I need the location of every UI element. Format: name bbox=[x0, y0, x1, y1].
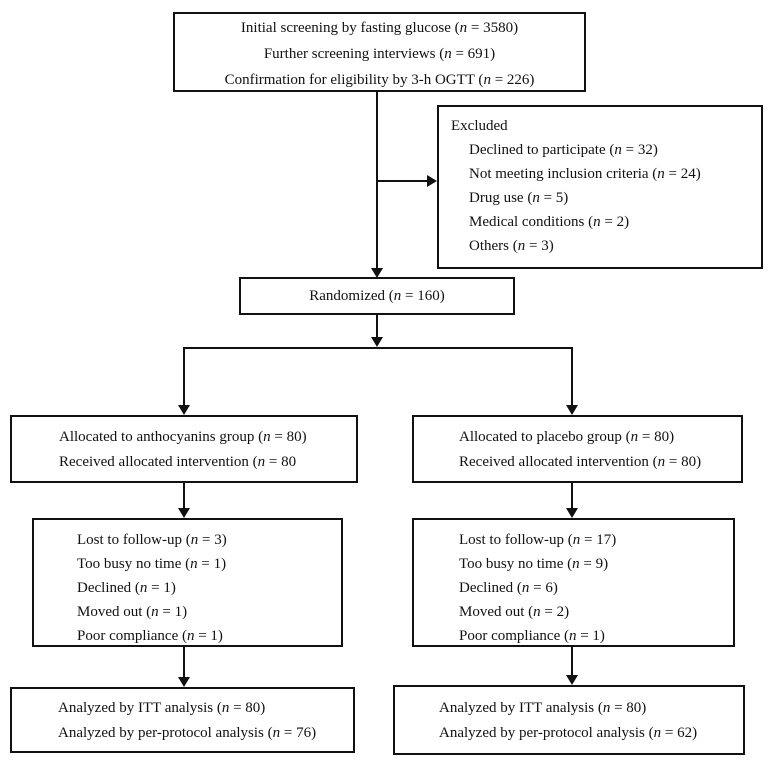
connector-split-placebo bbox=[571, 347, 573, 405]
analysis-line: Analyzed by ITT analysis (n = 80) bbox=[58, 700, 266, 716]
analysis-line: Analyzed by ITT analysis (n = 80) bbox=[439, 700, 647, 716]
excluded-item: Not meeting inclusion criteria (n = 24) bbox=[469, 166, 701, 182]
connector-to-excluded bbox=[377, 180, 428, 182]
screening-box: Initial screening by fasting glucose (n … bbox=[173, 12, 586, 92]
arrowhead-into-placebo-analysis bbox=[566, 675, 578, 685]
excluded-box: Excluded Declined to participate (n = 32… bbox=[437, 105, 763, 269]
anthocyanins-analysis-box: Analyzed by ITT analysis (n = 80) Analyz… bbox=[10, 687, 355, 753]
allocation-line: Allocated to anthocyanins group (n = 80) bbox=[59, 429, 307, 445]
followup-line: Declined (n = 6) bbox=[459, 580, 558, 596]
connector-placebo-followup bbox=[571, 483, 573, 509]
connector-anthocyanins-analysis bbox=[183, 647, 185, 678]
followup-line: Moved out (n = 1) bbox=[77, 604, 188, 620]
screening-line: Initial screening by fasting glucose (n … bbox=[240, 20, 519, 36]
arrowhead-into-split bbox=[371, 337, 383, 347]
connector-split-anthocyanins bbox=[183, 347, 185, 405]
screening-line: Further screening interviews (n = 691) bbox=[263, 46, 496, 62]
followup-line: Moved out (n = 2) bbox=[459, 604, 570, 620]
anthocyanins-allocation-box: Allocated to anthocyanins group (n = 80)… bbox=[10, 415, 358, 483]
followup-line: Poor compliance (n = 1) bbox=[459, 628, 605, 644]
arrowhead-into-anthocyanins-analysis bbox=[178, 677, 190, 687]
arrowhead-into-placebo-allocation bbox=[566, 405, 578, 415]
followup-line: Lost to follow-up (n = 3) bbox=[77, 532, 227, 548]
arrowhead-into-anthocyanins-allocation bbox=[178, 405, 190, 415]
randomized-label: Randomized (n = 160) bbox=[309, 288, 445, 304]
analysis-line: Analyzed by per-protocol analysis (n = 6… bbox=[439, 725, 698, 741]
split-bar bbox=[183, 347, 573, 349]
excluded-item: Medical conditions (n = 2) bbox=[469, 214, 630, 230]
arrowhead-into-randomized bbox=[371, 268, 383, 278]
excluded-item: Others (n = 3) bbox=[469, 238, 554, 254]
randomized-box: Randomized (n = 160) bbox=[239, 277, 515, 315]
excluded-title: Excluded bbox=[451, 118, 508, 134]
excluded-item: Declined to participate (n = 32) bbox=[469, 142, 658, 158]
arrowhead-into-excluded bbox=[427, 175, 437, 187]
followup-line: Too busy no time (n = 9) bbox=[459, 556, 609, 572]
excluded-item: Drug use (n = 5) bbox=[469, 190, 569, 206]
arrowhead-into-anthocyanins-followup bbox=[178, 508, 190, 518]
allocation-line: Received allocated intervention (n = 80 bbox=[59, 454, 297, 470]
placebo-analysis-box: Analyzed by ITT analysis (n = 80) Analyz… bbox=[393, 685, 745, 755]
placebo-followup-box: Lost to follow-up (n = 17) Too busy no t… bbox=[412, 518, 735, 647]
followup-line: Lost to follow-up (n = 17) bbox=[459, 532, 617, 548]
connector-placebo-analysis bbox=[571, 647, 573, 676]
allocation-line: Received allocated intervention (n = 80) bbox=[459, 454, 702, 470]
connector-anthocyanins-followup bbox=[183, 483, 185, 509]
followup-line: Too busy no time (n = 1) bbox=[77, 556, 227, 572]
followup-line: Poor compliance (n = 1) bbox=[77, 628, 223, 644]
arrowhead-into-placebo-followup bbox=[566, 508, 578, 518]
placebo-allocation-box: Allocated to placebo group (n = 80) Rece… bbox=[412, 415, 743, 483]
connector-randomized-split bbox=[376, 315, 378, 338]
analysis-line: Analyzed by per-protocol analysis (n = 7… bbox=[58, 725, 317, 741]
followup-line: Declined (n = 1) bbox=[77, 580, 176, 596]
allocation-line: Allocated to placebo group (n = 80) bbox=[459, 429, 675, 445]
anthocyanins-followup-box: Lost to follow-up (n = 3) Too busy no ti… bbox=[32, 518, 343, 647]
screening-line: Confirmation for eligibility by 3-h OGTT… bbox=[224, 72, 535, 88]
